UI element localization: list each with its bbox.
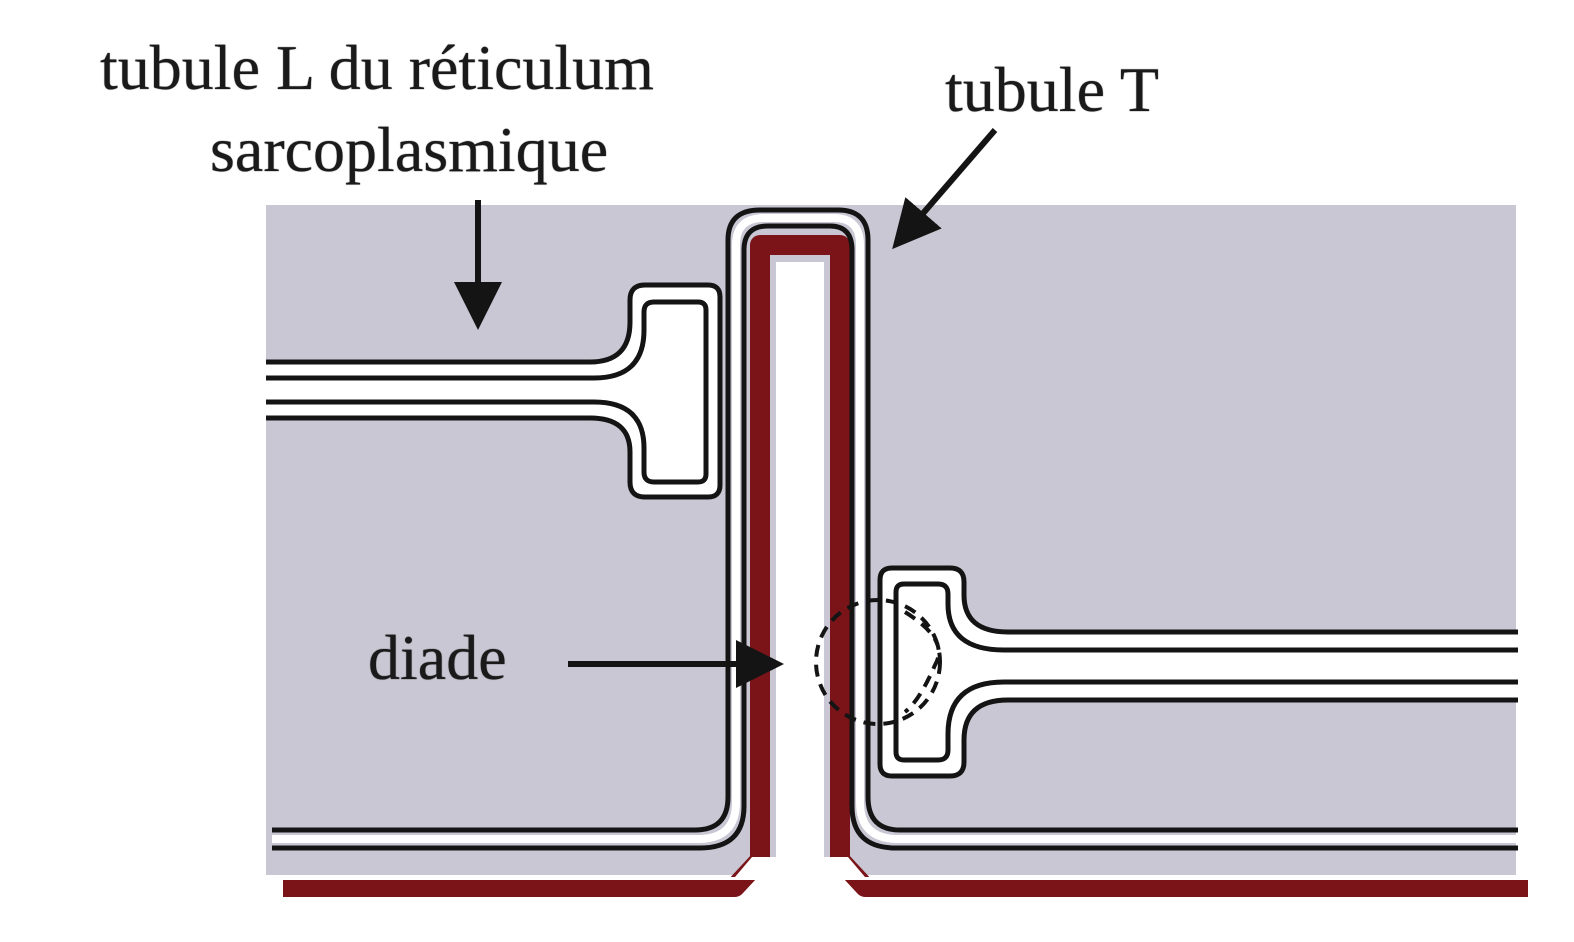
diade-label: diade	[368, 622, 507, 693]
l-tubule-right-inner	[893, 581, 1518, 763]
l-tubule-left-inner	[266, 299, 709, 485]
diade-highlight-circle	[814, 598, 942, 726]
t-tubule-membrane-gap	[272, 214, 1518, 843]
t-tubule-label: tubule T	[945, 54, 1159, 125]
t-tubule-lumen	[776, 262, 824, 880]
plasma-membrane	[283, 235, 1528, 897]
arrow-t-tubule	[892, 128, 998, 250]
t-tubule-membrane-inner	[272, 223, 1518, 851]
l-tubule-right-core	[908, 606, 1518, 740]
extracellular-strip	[270, 857, 1528, 880]
diade-dashed-arc	[903, 610, 941, 714]
l-tubule-left	[266, 282, 723, 500]
l-tubule-label-line2: sarcoplasmique	[210, 114, 609, 185]
t-tubule-membrane-outer	[272, 207, 1518, 833]
l-tubule-label-line1: tubule L du réticulum	[100, 32, 654, 103]
